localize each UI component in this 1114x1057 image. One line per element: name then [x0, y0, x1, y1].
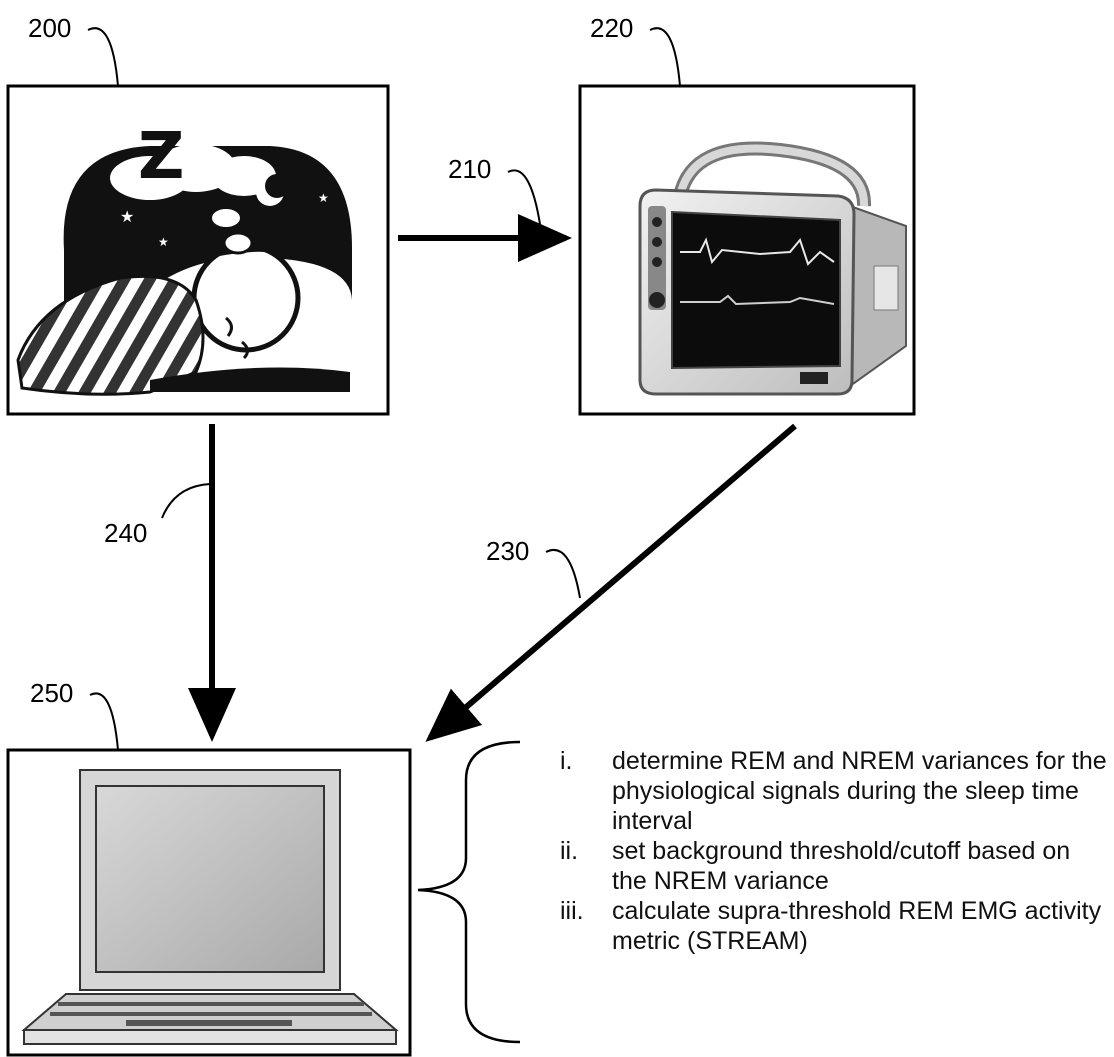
z-letter-icon: Z — [138, 120, 184, 194]
step-text: determine REM and NREM variances for the… — [612, 747, 1107, 835]
step-text: calculate supra-threshold REM EMG activi… — [612, 897, 1102, 955]
ref-label-230: 230 — [486, 536, 529, 566]
leader-line-200 — [87, 27, 119, 87]
svg-text:★: ★ — [158, 235, 169, 249]
svg-text:★: ★ — [120, 207, 134, 226]
svg-text:★: ★ — [318, 191, 329, 205]
step-item: ii. set background threshold/cutoff base… — [560, 836, 1110, 896]
ref-label-240: 240 — [104, 518, 147, 548]
step-text: set background threshold/cutoff based on… — [612, 837, 1071, 895]
laptop-icon — [21, 769, 399, 1045]
leader-line-220 — [649, 27, 681, 87]
leader-line-250 — [89, 692, 119, 751]
curly-brace — [417, 740, 521, 1044]
ref-label-210: 210 — [448, 154, 491, 184]
step-number: i. — [560, 747, 573, 775]
step-number: iii. — [560, 897, 584, 925]
step-item: i. determine REM and NREM variances for … — [560, 746, 1110, 836]
ref-label-200: 200 — [28, 13, 71, 43]
patient-monitor-icon — [638, 141, 907, 396]
processing-steps-list: i. determine REM and NREM variances for … — [560, 746, 1110, 956]
leader-line-230 — [545, 549, 581, 599]
step-item: iii. calculate supra-threshold REM EMG a… — [560, 896, 1110, 956]
step-number: ii. — [560, 837, 579, 865]
sleeping-person-icon: ★ ★ ★ — [16, 144, 352, 396]
arrow-230 — [425, 423, 797, 742]
ref-label-220: 220 — [590, 13, 633, 43]
leader-line-210 — [507, 169, 543, 239]
leader-line-240 — [161, 483, 211, 519]
ref-label-250: 250 — [30, 678, 73, 708]
